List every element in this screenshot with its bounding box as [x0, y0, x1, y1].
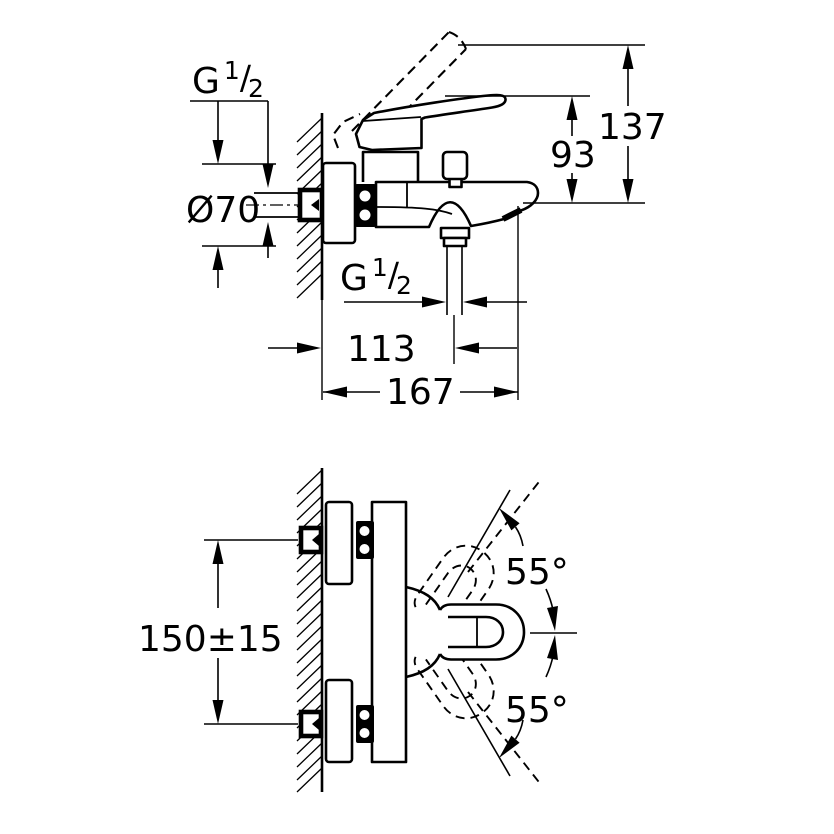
flange-extension-lines	[202, 163, 276, 247]
mounting-arrow-up	[212, 540, 224, 564]
plan-view: 150±15 55° 55°	[138, 468, 577, 793]
hose-union-band	[442, 236, 468, 248]
hose-union-flange	[439, 226, 471, 240]
wall-to-outlet-arrow-left	[455, 342, 479, 354]
supply-fitting-lower	[298, 709, 324, 739]
swing-upper-arrow-at-line	[499, 508, 520, 531]
projection-label: 167	[386, 372, 455, 413]
swing-lower-arrow-at-line	[499, 735, 520, 758]
faucet-body-outline	[374, 180, 540, 229]
flange-arrow-down	[212, 140, 224, 164]
thread-top-leader	[190, 100, 269, 258]
hose-outlet-pipe	[446, 246, 463, 315]
handle-lever-side	[354, 93, 507, 152]
supply-pipe-stub	[254, 192, 300, 218]
union-nut-highlight	[359, 544, 370, 554]
union-nut-highlight	[359, 190, 371, 202]
swing-upper-arrow-at-centerline	[547, 606, 558, 631]
wall-hatch-plan	[296, 469, 323, 793]
thread-bottom-arrow-left	[463, 296, 487, 308]
body-internal-line	[375, 183, 453, 215]
wall-escutcheon-upper	[324, 500, 354, 586]
handle-rotated-down-dashed	[413, 630, 495, 720]
union-nut-highlight	[359, 209, 371, 221]
handle-joint-line	[362, 116, 422, 122]
supply-fitting-lower-detail	[312, 718, 319, 730]
handle-raised-cap-dashed	[331, 113, 361, 149]
thread-top-arrow-down	[262, 164, 274, 188]
supply-fitting-upper	[298, 525, 324, 555]
union-nut-highlight	[359, 526, 370, 536]
thread-bottom-arrow-right	[422, 296, 446, 308]
total-height-arrow-up	[622, 45, 634, 69]
spout-height-arrow-up	[566, 96, 578, 120]
union-nut-highlight	[359, 710, 370, 720]
union-nut-highlight	[359, 728, 370, 738]
projection-arrow-right	[494, 386, 518, 398]
total-height-label: 137	[598, 107, 667, 148]
union-nut-side	[355, 184, 376, 227]
supply-elbow-detail	[311, 199, 319, 211]
swing-lower-arrow-at-centerline	[547, 635, 558, 660]
swing-upper-ref-diagonal	[447, 489, 511, 598]
wall-escutcheon-side	[321, 161, 357, 245]
wall-escutcheon-lower	[324, 678, 354, 764]
cartridge-collar	[361, 150, 420, 182]
body-back-plate	[370, 500, 408, 764]
thread-top-arrow-up	[262, 222, 274, 246]
swing-lower-ref-diagonal	[447, 668, 511, 777]
handle-lever-plan	[438, 603, 526, 661]
handle-swing-upper-label: 55°	[505, 552, 569, 593]
handle-swing-dashed-line-down	[467, 691, 543, 787]
body-neck-curves	[405, 585, 442, 679]
flange-diameter-label: Ø70	[186, 190, 260, 231]
mounting-arrow-down	[212, 700, 224, 724]
mounting-extension-lines	[204, 539, 298, 725]
spout-height-label: 93	[550, 135, 596, 176]
spout-height-arrow-down	[566, 179, 578, 203]
handle-rotated-up-dashed	[413, 544, 495, 634]
projection-arrow-left	[323, 386, 347, 398]
supply-fitting-upper-detail	[312, 534, 319, 546]
diverter-knob	[441, 150, 469, 181]
mounting-distance-label: 150±15	[138, 619, 283, 660]
handle-swing-dashed-line-up	[467, 477, 543, 573]
handle-lever-inner-ridge	[448, 615, 505, 649]
flange-arrow-up	[212, 246, 224, 270]
wall-to-outlet-arrow-right	[297, 342, 321, 354]
total-height-arrow-down	[622, 179, 634, 203]
wall-to-outlet-label: 113	[347, 329, 416, 370]
handle-swing-lower-label: 55°	[505, 690, 569, 731]
